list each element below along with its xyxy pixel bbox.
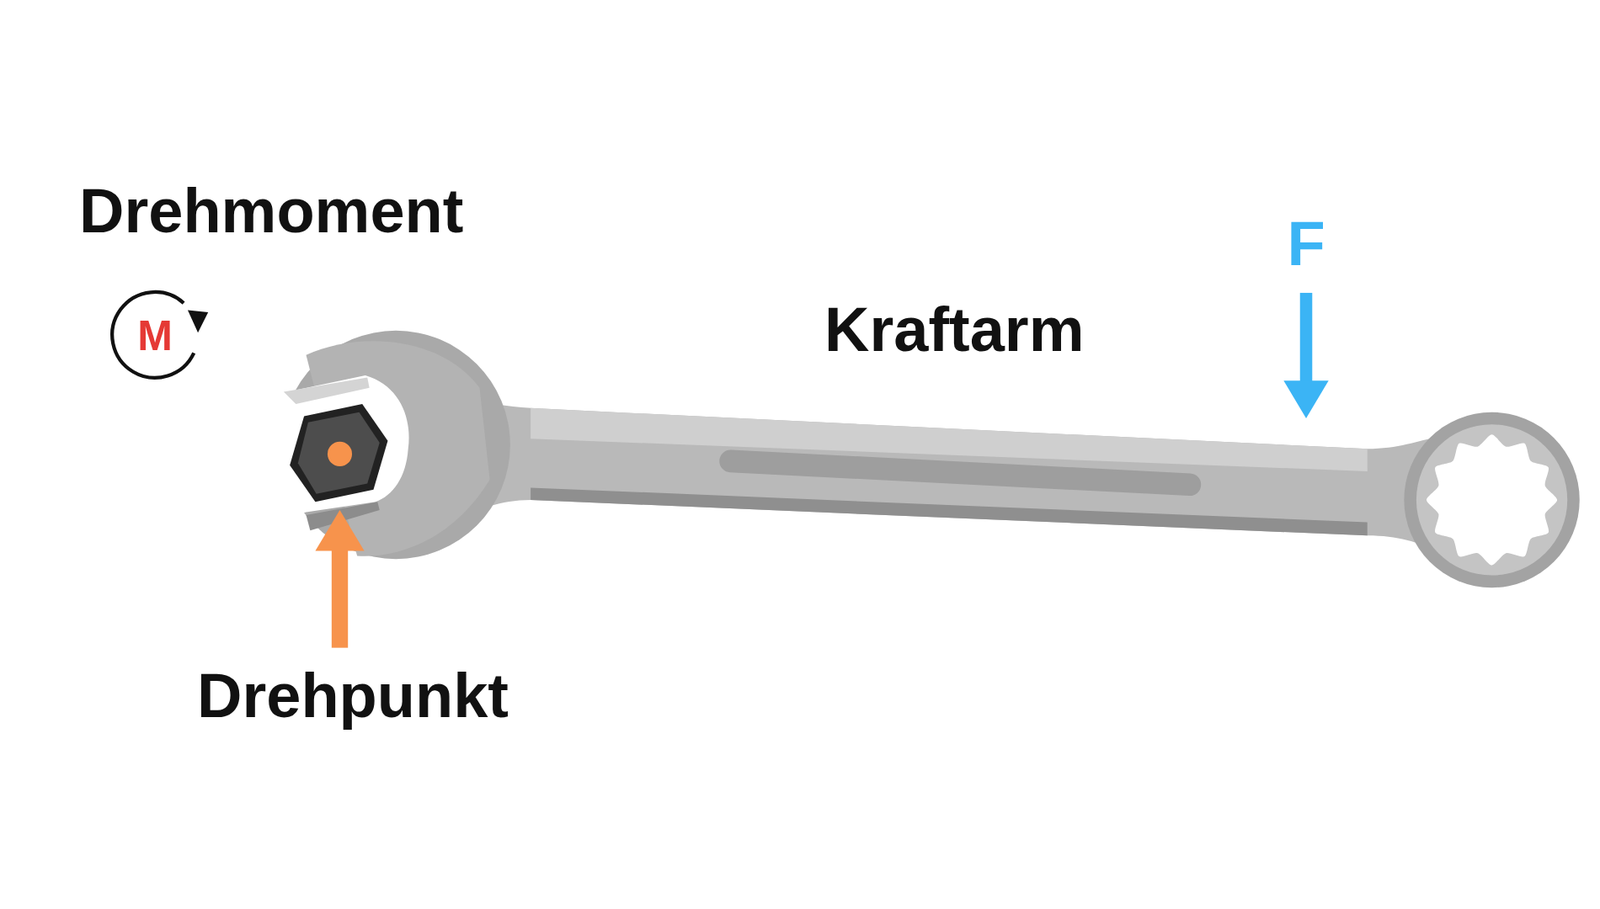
hex-nut	[298, 412, 380, 495]
pivot-arrowhead	[314, 510, 364, 551]
title-label: Drehmoment	[79, 180, 464, 243]
torque-symbol-letter: M	[137, 314, 173, 358]
force-arrowhead	[1283, 380, 1328, 419]
wrench-handle	[438, 402, 1440, 552]
torque-arrowhead	[187, 310, 208, 334]
handle-shadow	[530, 487, 1368, 536]
ring-inner	[1416, 424, 1568, 576]
jaw-opening	[275, 375, 409, 521]
pivot-label: Drehpunkt	[197, 665, 509, 728]
pivot-arrow-shaft	[331, 545, 348, 648]
handle-groove	[730, 461, 1190, 486]
upper-jaw	[283, 378, 370, 406]
pivot-dot	[327, 442, 352, 467]
hex-nut-rim	[289, 404, 388, 502]
lever-arm-label: Kraftarm	[824, 298, 1084, 362]
ring-socket	[1426, 434, 1558, 566]
force-label: F	[1286, 213, 1325, 276]
torque-arc	[112, 292, 194, 379]
ring-end	[1403, 412, 1579, 588]
force-arrow-shaft	[1300, 293, 1313, 387]
